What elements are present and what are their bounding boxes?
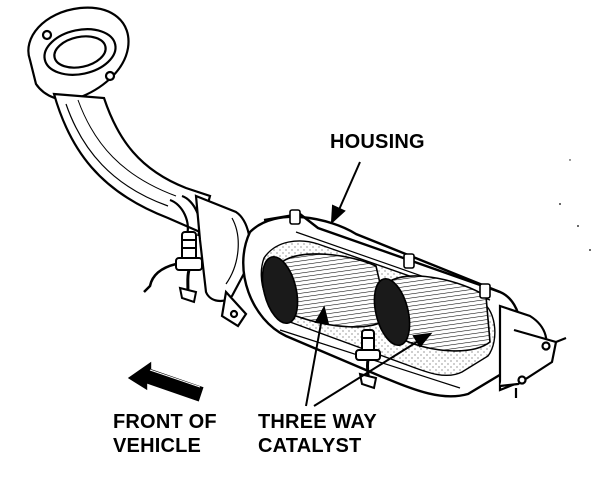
catalyst-leader-rear <box>313 332 433 407</box>
housing-label: HOUSING <box>330 131 425 153</box>
down-pipe <box>52 92 212 239</box>
housing-studs <box>289 209 491 299</box>
speckle-dots <box>559 159 591 251</box>
inlet-pipe-section <box>194 194 252 328</box>
front-direction-arrow <box>127 361 204 402</box>
inlet-flange <box>27 6 130 102</box>
housing-leader <box>330 161 361 225</box>
catalyst-leader-front <box>305 305 330 407</box>
catalyst-brick-front <box>261 253 389 328</box>
three-way-catalyst-label-line1: THREE WAY <box>258 411 377 433</box>
front-of-vehicle-label-line2: VEHICLE <box>113 435 202 457</box>
outlet-flange <box>498 304 567 398</box>
three-way-catalyst-label-line2: CATALYST <box>258 435 362 457</box>
upstream-oxygen-sensor <box>143 231 203 304</box>
catalyst-brick-rear <box>373 275 491 352</box>
front-of-vehicle-label-line1: FRONT OF <box>113 411 217 433</box>
downstream-oxygen-sensor <box>355 329 381 390</box>
